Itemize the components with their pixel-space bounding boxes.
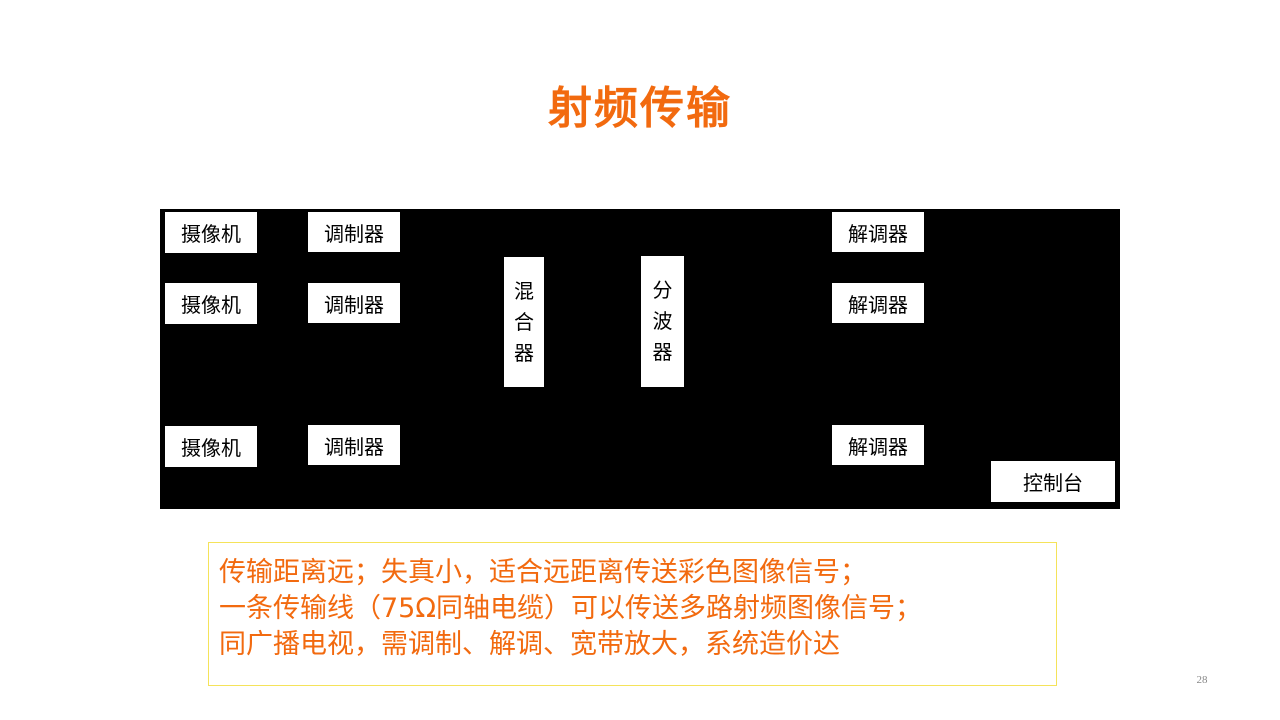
rf-transmission-diagram: 摄像机 摄像机 摄像机 调制器 调制器 调制器 混 合 器 分 波 器 解调器 … [160, 209, 1120, 509]
camera-box-2: 摄像机 [165, 283, 257, 324]
note-line-2: 一条传输线（75Ω同轴电缆）可以传送多路射频图像信号； [219, 593, 922, 624]
demodulator-box-2: 解调器 [832, 283, 924, 323]
demodulator-box-3: 解调器 [832, 425, 924, 465]
mixer-char-3: 器 [514, 340, 534, 365]
splitter-char-3: 器 [652, 340, 673, 364]
splitter-box: 分 波 器 [641, 256, 684, 387]
modulator-box-2: 调制器 [308, 283, 400, 323]
camera-box-1: 摄像机 [165, 212, 257, 253]
note-line-1: 传输距离远；失真小，适合远距离传送彩色图像信号； [219, 557, 867, 588]
mixer-box: 混 合 器 [504, 257, 544, 387]
mixer-char-1: 混 [514, 278, 534, 303]
splitter-char-1: 分 [652, 278, 673, 302]
demodulator-box-1: 解调器 [832, 212, 924, 252]
note-line-3: 同广播电视，需调制、解调、宽带放大，系统造价达 [219, 629, 840, 660]
splitter-char-2: 波 [652, 309, 673, 333]
slide-title: 射频传输 [548, 83, 732, 134]
modulator-box-3: 调制器 [308, 425, 400, 465]
notes-box: 传输距离远；失真小，适合远距离传送彩色图像信号； 一条传输线（75Ω同轴电缆）可… [208, 542, 1057, 686]
page-number: 28 [1196, 674, 1208, 686]
camera-box-3: 摄像机 [165, 426, 257, 467]
console-box: 控制台 [991, 461, 1115, 502]
modulator-box-1: 调制器 [308, 212, 400, 252]
mixer-char-2: 合 [514, 309, 534, 334]
